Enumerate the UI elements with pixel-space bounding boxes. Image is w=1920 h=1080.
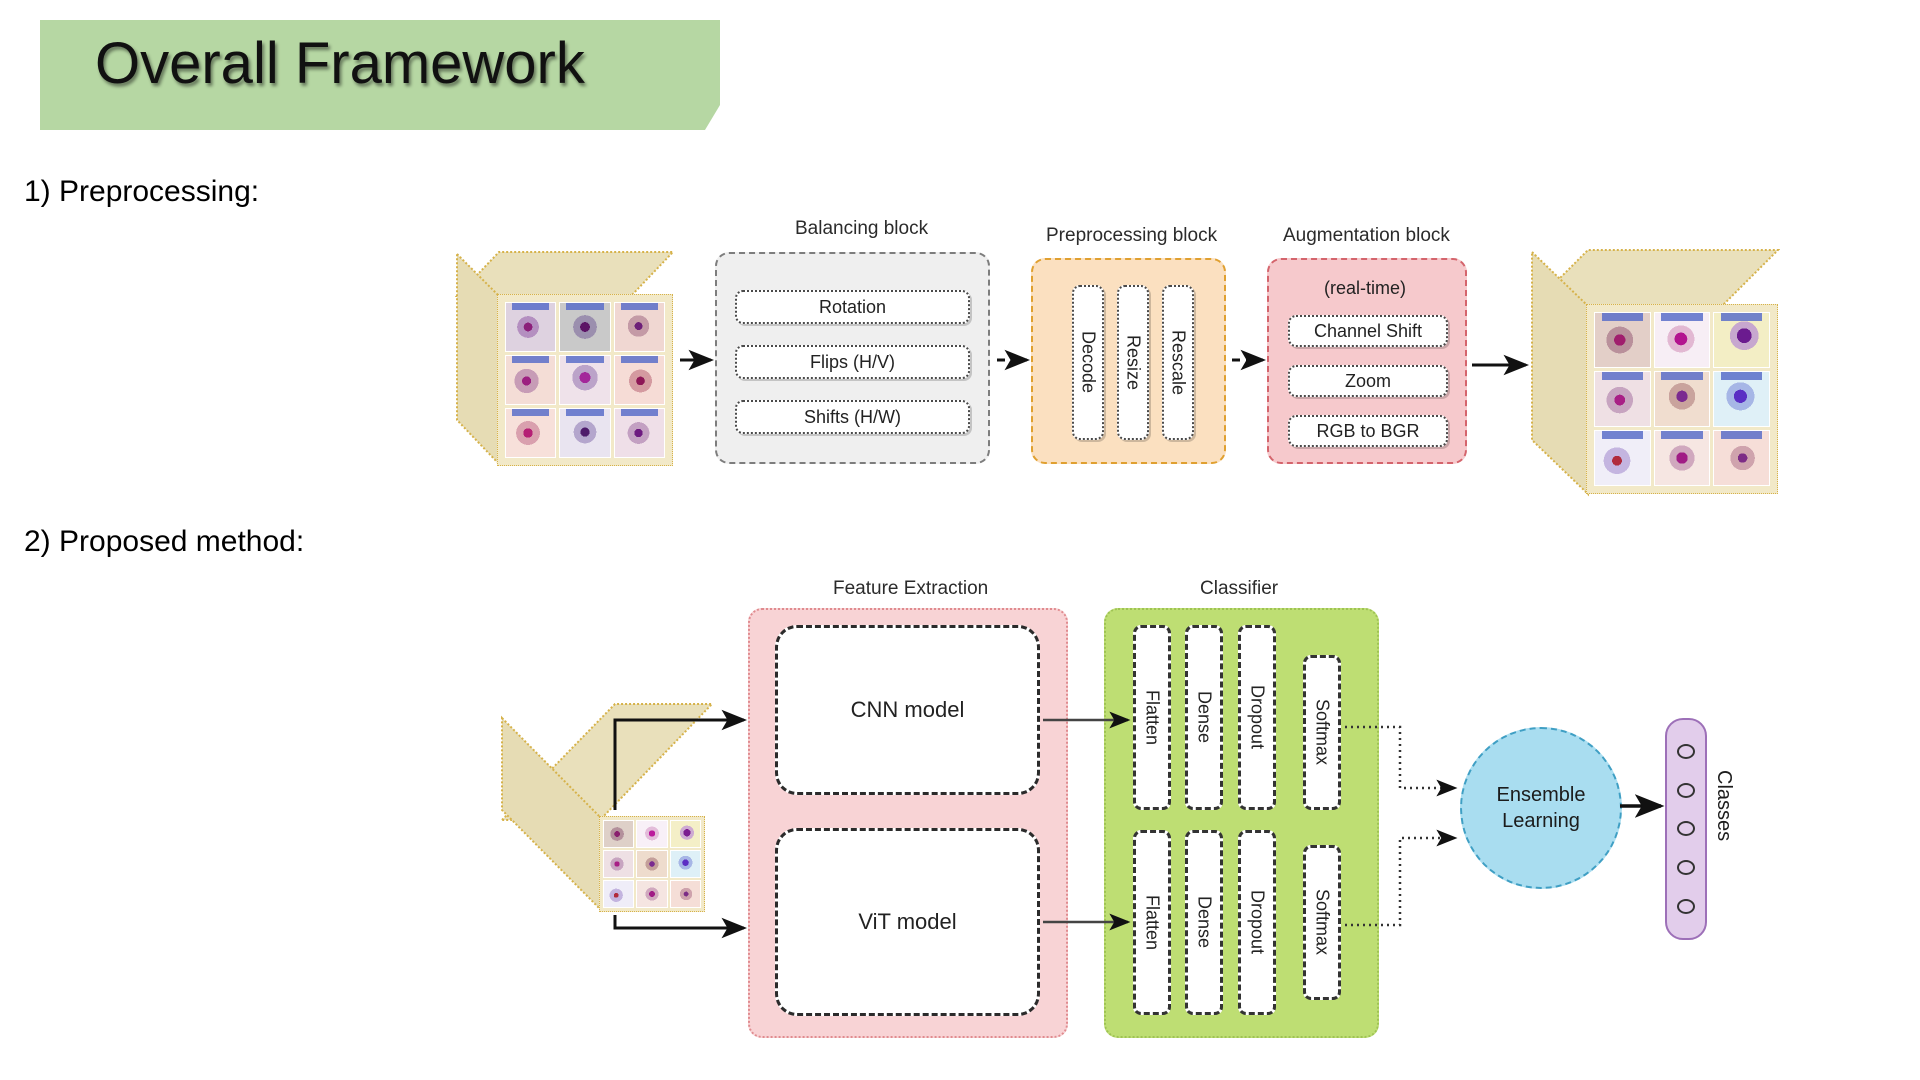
cell-image (613, 302, 665, 352)
dataset-thumbnail-grid (505, 302, 665, 458)
balancing-item-flips[interactable]: Flips (H/V) (735, 345, 970, 379)
vit-model-box[interactable]: ViT model (775, 828, 1040, 1016)
class-node (1677, 821, 1695, 837)
cell-caption-bar (1601, 313, 1644, 321)
cell-caption-bar (620, 409, 659, 416)
cell-image (636, 880, 668, 908)
cell-image (505, 355, 557, 405)
ensemble-label: Ensemble Learning (1497, 782, 1586, 834)
preprocessing-item-resize[interactable]: Resize (1117, 285, 1149, 440)
classifier-cnn-softmax[interactable]: Softmax (1303, 655, 1341, 810)
class-node (1677, 899, 1695, 915)
cell-image (636, 820, 668, 848)
cell-caption-bar (1661, 431, 1703, 439)
augmentation-block-caption: Augmentation block (1283, 225, 1450, 246)
classifier-vit-dropout[interactable]: Dropout (1238, 830, 1276, 1015)
cell-image (603, 820, 635, 848)
cell-caption-bar (1720, 431, 1763, 439)
cell-image (613, 408, 665, 458)
cell-caption-bar (1720, 372, 1763, 380)
cell-caption-bar (1601, 372, 1644, 380)
cell-image (603, 880, 635, 908)
cell-caption-bar (566, 303, 604, 310)
classifier-caption: Classifier (1200, 578, 1279, 599)
ensemble-label-line1: Ensemble (1496, 784, 1586, 806)
cell-caption-bar (566, 409, 604, 416)
cell-caption-bar (1720, 313, 1763, 321)
cell-image (669, 880, 701, 908)
balancing-item-rotation[interactable]: Rotation (735, 290, 970, 324)
cell-caption-bar (511, 356, 550, 363)
cell-image (1594, 371, 1651, 427)
ensemble-label-line2: Learning (1502, 810, 1580, 832)
cell-image (505, 408, 557, 458)
augmentation-item-channel-shift[interactable]: Channel Shift (1288, 315, 1448, 347)
cell-image (669, 850, 701, 878)
cell-caption-bar (1601, 431, 1644, 439)
cell-image (636, 850, 668, 878)
dataset-thumbnail-grid (1594, 312, 1770, 486)
cell-caption-bar (620, 356, 659, 363)
cell-image (1653, 312, 1711, 368)
cell-caption-bar (1661, 313, 1703, 321)
classifier-cnn-flatten[interactable]: Flatten (1133, 625, 1171, 810)
balancing-block-caption: Balancing block (795, 218, 929, 239)
input-dataset-cube (455, 248, 675, 468)
augmentation-realtime-note: (real-time) (1324, 278, 1407, 298)
classifier-cnn-dense[interactable]: Dense (1185, 625, 1223, 810)
cell-image (1713, 371, 1770, 427)
class-node (1677, 782, 1695, 798)
cube-top-parallelogram (1530, 246, 1780, 308)
classes-output-box[interactable] (1665, 718, 1707, 940)
preprocessing-item-decode[interactable]: Decode (1072, 285, 1104, 440)
cube-left-parallelogram (455, 248, 515, 468)
cube-left-parallelogram (1530, 246, 1600, 498)
cell-image (1594, 430, 1651, 486)
dataset-thumbnail-grid (603, 820, 701, 908)
classifier-vit-softmax[interactable]: Softmax (1303, 845, 1341, 1000)
class-node (1677, 860, 1695, 876)
cell-image (1594, 312, 1651, 368)
classifier-vit-flatten[interactable]: Flatten (1133, 830, 1171, 1015)
cell-image (603, 850, 635, 878)
preprocessing-block-caption: Preprocessing block (1046, 225, 1218, 246)
augmentation-item-zoom[interactable]: Zoom (1288, 365, 1448, 397)
feature-extraction-caption: Feature Extraction (833, 578, 989, 599)
class-node (1677, 743, 1695, 759)
cell-caption-bar (620, 303, 659, 310)
section-label-preprocessing: 1) Preprocessing: (24, 175, 260, 208)
cell-image (1713, 312, 1770, 368)
page-title: Overall Framework (95, 31, 585, 96)
cell-caption-bar (511, 303, 550, 310)
cell-image (613, 355, 665, 405)
cell-image (669, 820, 701, 848)
cell-image (1713, 430, 1770, 486)
cell-image (559, 408, 611, 458)
cell-image (1653, 430, 1711, 486)
cell-image (1653, 371, 1711, 427)
cell-caption-bar (1661, 372, 1703, 380)
cell-image (505, 302, 557, 352)
classifier-vit-dense[interactable]: Dense (1185, 830, 1223, 1015)
section-label-proposed-method: 2) Proposed method: (24, 525, 305, 558)
cnn-model-box[interactable]: CNN model (775, 625, 1040, 795)
proposed-input-dataset-cube (500, 698, 715, 918)
augmentation-item-rgb-to-bgr[interactable]: RGB to BGR (1288, 415, 1448, 447)
classifier-cnn-dropout[interactable]: Dropout (1238, 625, 1276, 810)
cell-image (559, 355, 611, 405)
classes-output-label: Classes (1713, 770, 1735, 842)
balancing-item-shifts[interactable]: Shifts (H/W) (735, 400, 970, 434)
output-dataset-cube (1530, 246, 1780, 498)
ensemble-learning-node[interactable]: Ensemble Learning (1460, 727, 1622, 889)
preprocessing-item-rescale[interactable]: Rescale (1162, 285, 1194, 440)
title-banner (40, 20, 720, 130)
cell-caption-bar (566, 356, 604, 363)
cell-caption-bar (511, 409, 550, 416)
cell-image (559, 302, 611, 352)
